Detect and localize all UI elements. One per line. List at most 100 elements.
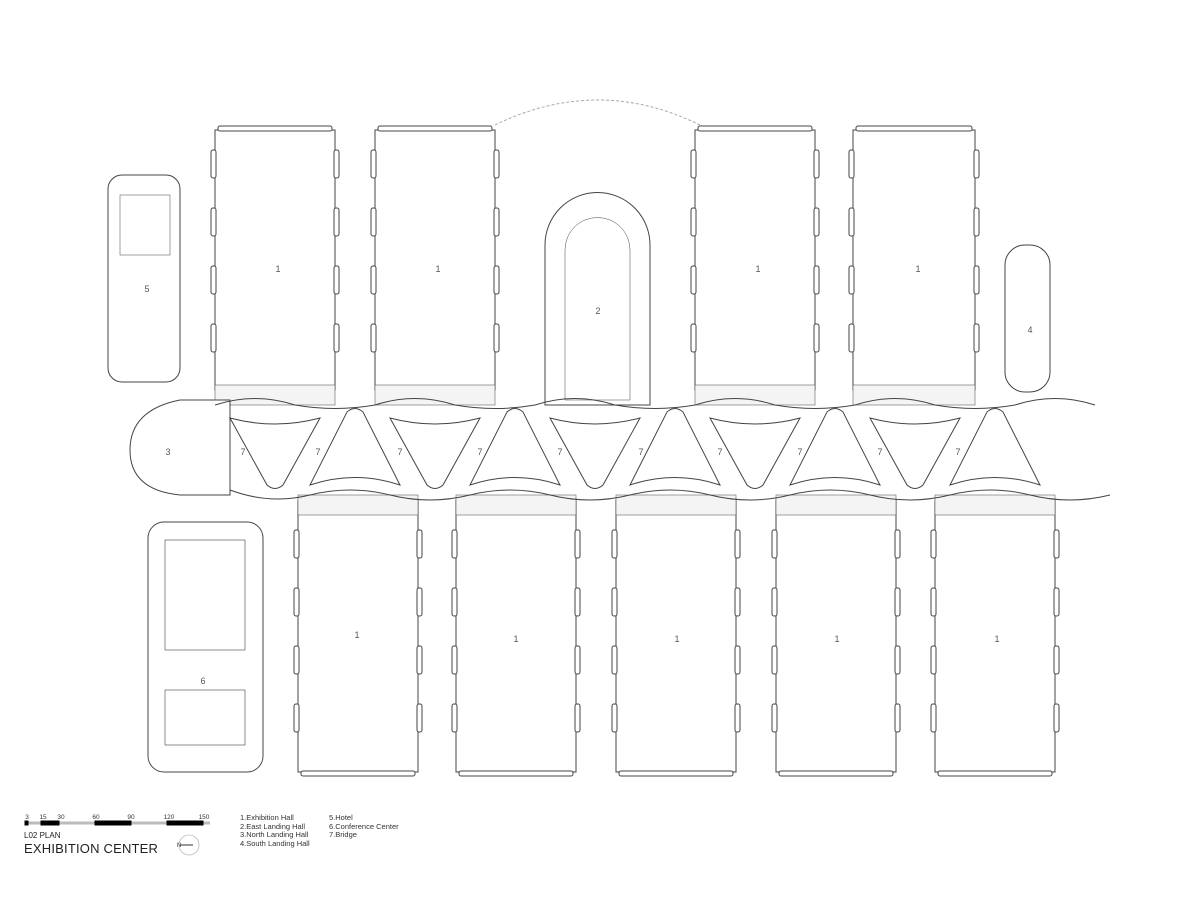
hall-service-zone [852, 384, 976, 406]
legend-item: 6.Conference Center [329, 821, 399, 831]
hall-side-bay [370, 323, 377, 353]
hall-side-bay [370, 149, 377, 179]
north-arrow: N [177, 834, 200, 856]
south-landing-hall-label: 4 [1027, 325, 1032, 335]
hall-service-zone [775, 494, 897, 516]
hall-side-bay [894, 529, 901, 559]
hall-side-bay [293, 587, 300, 617]
bridge-label: 7 [638, 447, 643, 457]
hall-side-bay [734, 703, 741, 733]
exhibition-hall [694, 129, 816, 391]
exhibition-hall-label: 1 [755, 264, 760, 274]
hall-side-bay [293, 703, 300, 733]
exhibition-hall-label: 1 [994, 634, 999, 644]
bridge-label: 7 [557, 447, 562, 457]
exhibition-hall-label: 1 [275, 264, 280, 274]
roof-outline [494, 99, 701, 126]
exhibition-hall [374, 129, 496, 391]
hall-side-bay [848, 207, 855, 237]
hall-side-bay [1053, 529, 1060, 559]
hall-side-bay [451, 529, 458, 559]
scale-tick: 15 [39, 814, 47, 821]
north-landing-hall-label: 3 [165, 447, 170, 457]
hall-side-bay [813, 265, 820, 295]
hall-side-bay [973, 323, 980, 353]
hall-side-bay [848, 323, 855, 353]
bridge-label: 7 [315, 447, 320, 457]
bridge-label: 7 [717, 447, 722, 457]
hall-side-bay [690, 265, 697, 295]
hall-side-bay [930, 703, 937, 733]
hall-side-bay [690, 323, 697, 353]
hall-service-zone [374, 384, 496, 406]
bridge-label: 7 [397, 447, 402, 457]
bridge-edge [214, 398, 1096, 409]
hall-side-bay [734, 529, 741, 559]
exhibition-hall-label: 1 [354, 630, 359, 640]
hall-side-bay [493, 265, 500, 295]
hall-side-bay [451, 645, 458, 675]
hall-side-bay [333, 149, 340, 179]
hall-side-bay [416, 587, 423, 617]
hall-side-bay [333, 265, 340, 295]
bridge-void [388, 417, 482, 489]
hall-canopy [937, 770, 1053, 777]
hall-side-bay [848, 265, 855, 295]
hotel-label: 5 [144, 284, 149, 294]
hall-side-bay [370, 265, 377, 295]
hall-side-bay [1053, 645, 1060, 675]
hall-service-zone [455, 494, 577, 516]
hall-side-bay [1053, 703, 1060, 733]
hall-side-bay [574, 645, 581, 675]
bridge-void [228, 417, 322, 489]
scale-tick: 30 [57, 814, 65, 821]
bridge-void [789, 408, 881, 486]
hall-side-bay [574, 529, 581, 559]
bridge-void [548, 417, 642, 489]
plan-name: L02 PLAN [24, 831, 61, 840]
hall-canopy [377, 125, 493, 132]
hall-side-bay [574, 587, 581, 617]
bridge-void [708, 417, 802, 489]
exhibition-hall [775, 499, 897, 773]
hall-canopy [697, 125, 813, 132]
hall-side-bay [210, 265, 217, 295]
legend-item: 5.Hotel [329, 813, 353, 822]
bridge-label: 7 [477, 447, 482, 457]
bridge-edge [229, 489, 1111, 501]
hall-side-bay [574, 703, 581, 733]
legend-item: 2.East Landing Hall [240, 821, 306, 831]
hall-service-zone [934, 494, 1056, 516]
exhibition-hall-label: 1 [834, 634, 839, 644]
north-landing-hall [129, 399, 231, 496]
hall-canopy [217, 125, 333, 132]
hall-canopy [855, 125, 973, 132]
legend-item: 1.Exhibition Hall [240, 813, 294, 822]
hall-side-bay [293, 645, 300, 675]
east-landing-hall-label: 2 [595, 306, 600, 316]
hall-side-bay [734, 645, 741, 675]
hall-side-bay [210, 323, 217, 353]
hall-side-bay [813, 149, 820, 179]
hall-side-bay [771, 703, 778, 733]
north-label: N [177, 843, 181, 849]
scale-tick: 120 [163, 814, 175, 821]
hall-side-bay [771, 587, 778, 617]
legend-item: 3.North Landing Hall [240, 830, 309, 839]
hall-side-bay [611, 703, 618, 733]
bridge-void [868, 417, 962, 489]
hall-side-bay [973, 207, 980, 237]
east-landing-hall-inner [564, 217, 631, 401]
hall-side-bay [1053, 587, 1060, 617]
hall-service-zone [297, 494, 419, 516]
conference-rooms [164, 689, 246, 746]
hall-side-bay [690, 149, 697, 179]
hall-side-bay [611, 587, 618, 617]
hall-side-bay [894, 645, 901, 675]
hall-side-bay [493, 207, 500, 237]
hall-canopy [458, 770, 574, 777]
exhibition-hall [852, 129, 976, 391]
hall-side-bay [293, 529, 300, 559]
hall-side-bay [370, 207, 377, 237]
